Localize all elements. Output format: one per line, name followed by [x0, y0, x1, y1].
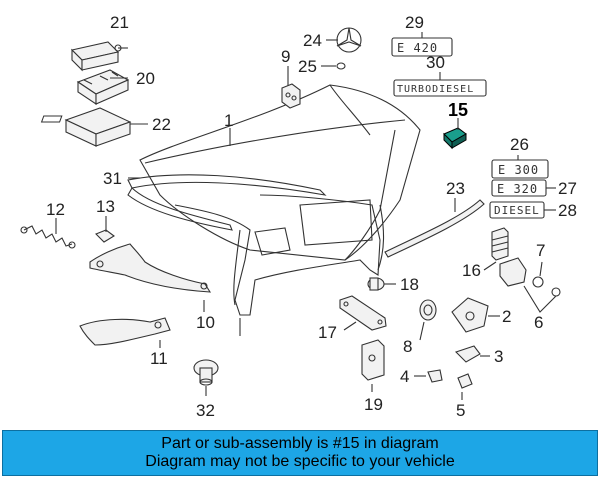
callout-29: 29: [405, 13, 424, 32]
svg-text:E 300: E 300: [498, 163, 539, 177]
part-18-lamp: [367, 277, 385, 291]
part-22-module: [40, 107, 132, 147]
callout-10: 10: [196, 313, 215, 332]
part-11-hinge: [79, 317, 171, 346]
callout-27: 27: [558, 179, 577, 198]
callout-11: 11: [150, 349, 168, 368]
callout-3: 3: [494, 347, 503, 366]
callout-21: 21: [110, 13, 129, 32]
info-banner: Part or sub-assembly is #15 in diagram D…: [2, 430, 598, 476]
badge-diesel: DIESEL: [489, 201, 545, 219]
part-9-bracket: [281, 83, 301, 109]
callout-19: 19: [364, 395, 383, 414]
callout-31: 31: [103, 169, 122, 188]
part-12-spring: [20, 225, 76, 249]
parts-diagram: E 420 TURBODIESEL E 300 E 320 DIESEL: [20, 13, 577, 420]
svg-text:DIESEL: DIESEL: [494, 204, 540, 217]
badge-e320: E 320: [491, 179, 547, 197]
part-10-hinge: [89, 243, 212, 293]
callout-16: 16: [462, 261, 481, 280]
callout-4: 4: [400, 367, 409, 386]
callout-7: 7: [536, 241, 545, 260]
part-2-lock: [451, 297, 489, 333]
callout-17: 17: [318, 323, 337, 342]
callout-5: 5: [456, 401, 465, 420]
callout-26: 26: [510, 135, 529, 154]
callout-labels: 21 20 22 24 25 9 1 31 29 30 15 26 27 28 …: [46, 13, 577, 420]
part-8-grommet: [419, 299, 437, 321]
callout-28: 28: [558, 201, 577, 220]
part-3-bracket: [454, 345, 481, 363]
part-17-bracket: [339, 295, 387, 331]
svg-text:E 320: E 320: [497, 182, 538, 196]
trunk-seal: [127, 174, 327, 231]
callout-25: 25: [298, 57, 317, 76]
part-20-bracket: [76, 69, 130, 106]
callout-32: 32: [196, 401, 215, 420]
callout-9: 9: [281, 47, 290, 66]
part-13-clip: [95, 229, 115, 243]
part-15-highlighted[interactable]: [443, 118, 467, 150]
part-5-clip: [457, 373, 473, 389]
callout-20: 20: [136, 69, 155, 88]
part-19-latch: [361, 339, 385, 381]
part-4-clip: [427, 369, 443, 383]
svg-text:E 420: E 420: [397, 41, 438, 55]
callout-15: 15: [448, 100, 468, 120]
callout-1: 1: [224, 111, 233, 130]
badge-e300: E 300: [491, 159, 549, 179]
trunk-lid: [139, 84, 421, 316]
callout-8: 8: [403, 337, 412, 356]
callout-12: 12: [46, 200, 65, 219]
star-emblem: [336, 27, 362, 53]
callout-2: 2: [502, 307, 511, 326]
part-16-actuator: [491, 227, 509, 261]
banner-line-2: Diagram may not be specific to your vehi…: [145, 453, 455, 470]
callout-18: 18: [400, 275, 419, 294]
callout-6: 6: [534, 313, 543, 332]
callout-30: 30: [426, 53, 445, 72]
callout-24: 24: [303, 31, 322, 50]
part-32-bumper: [193, 359, 219, 386]
part-6-lock: [499, 257, 561, 297]
callout-22: 22: [152, 115, 171, 134]
callout-23: 23: [446, 179, 465, 198]
leader-lines: [55, 32, 557, 400]
banner-line-1: Part or sub-assembly is #15 in diagram: [161, 435, 439, 452]
part-25-clip: [336, 62, 346, 70]
part-21-switch: [70, 41, 128, 72]
callout-13: 13: [96, 197, 115, 216]
svg-text:TURBODIESEL: TURBODIESEL: [397, 84, 474, 95]
part-23-trim-strip: [384, 199, 485, 258]
badge-turbodiesel: TURBODIESEL: [393, 79, 487, 97]
